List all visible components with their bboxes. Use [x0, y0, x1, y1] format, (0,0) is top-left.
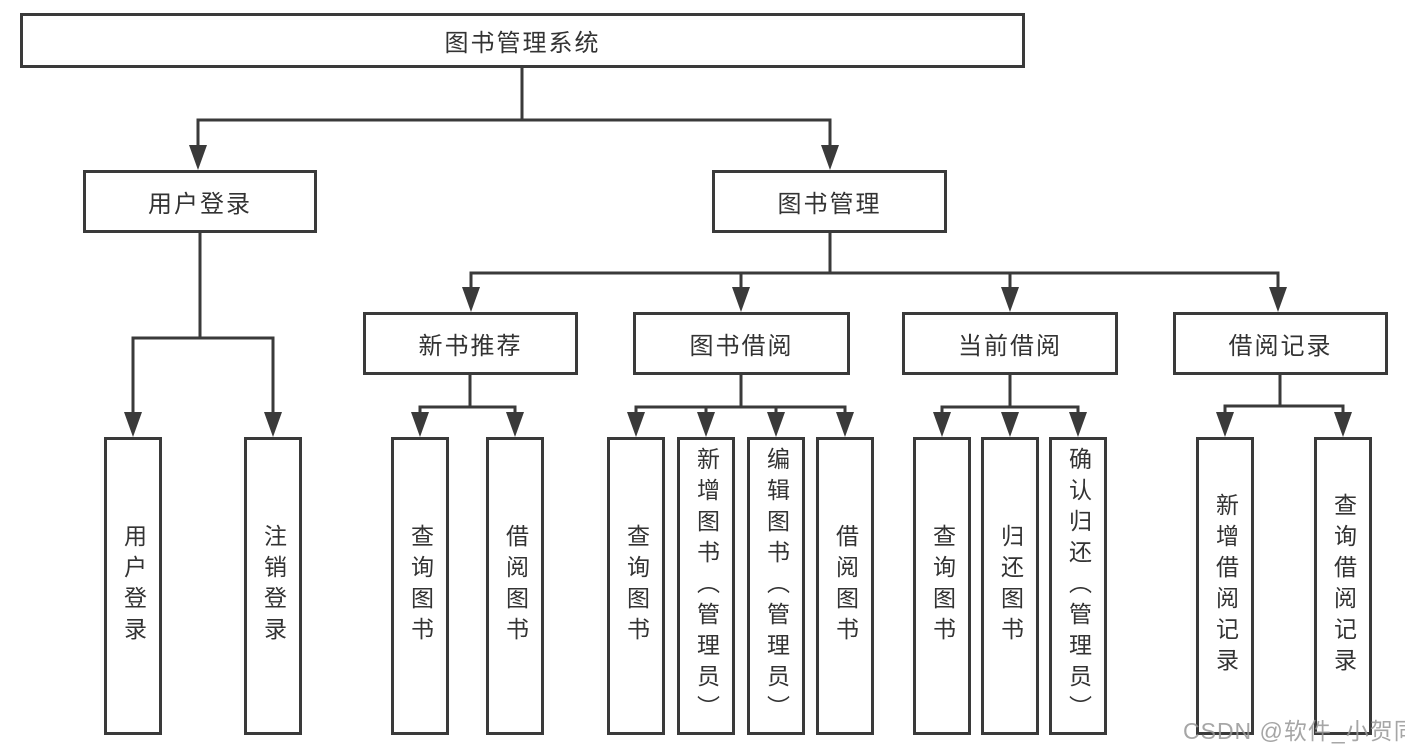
- leaf-query-books-borrow-label: 查询图书: [623, 524, 650, 648]
- leaf-borrow-books-recommend: 借阅图书: [486, 437, 544, 735]
- leaf-query-books-recommend: 查询图书: [391, 437, 449, 735]
- node-root: 图书管理系统: [20, 13, 1025, 68]
- node-user-login-label: 用户登录: [148, 191, 252, 218]
- node-user-login: 用户登录: [83, 170, 317, 233]
- leaf-user-login: 用户登录: [104, 437, 162, 735]
- leaf-edit-book-admin: 编辑图书（管理员）: [747, 437, 805, 735]
- leaf-query-books-borrow: 查询图书: [607, 437, 665, 735]
- node-current-borrow-label: 当前借阅: [958, 333, 1062, 360]
- leaf-borrow-books-2-label: 借阅图书: [832, 524, 859, 648]
- leaf-confirm-return-admin: 确认归还（管理员）: [1049, 437, 1107, 735]
- leaf-query-books-current: 查询图书: [913, 437, 971, 735]
- connector-edges: [131, 65, 1345, 418]
- leaf-edit-book-admin-label: 编辑图书（管理员）: [763, 446, 790, 726]
- node-root-label: 图书管理系统: [444, 30, 601, 57]
- node-book-management: 图书管理: [712, 170, 947, 233]
- leaf-add-borrow-record-label: 新增借阅记录: [1212, 493, 1239, 679]
- node-new-book-recommend: 新书推荐: [363, 312, 578, 375]
- node-borrow-records: 借阅记录: [1173, 312, 1388, 375]
- leaf-return-book: 归还图书: [981, 437, 1039, 735]
- node-new-book-recommend-label: 新书推荐: [418, 333, 523, 360]
- leaf-query-books-recommend-label: 查询图书: [407, 524, 434, 648]
- csdn-watermark: CSDN @软件_小贺同学: [1183, 718, 1405, 744]
- leaf-logout: 注销登录: [244, 437, 302, 735]
- leaf-user-login-label: 用户登录: [120, 524, 147, 648]
- leaf-confirm-return-admin-label: 确认归还（管理员）: [1065, 446, 1092, 726]
- leaf-borrow-books-2: 借阅图书: [816, 437, 874, 735]
- leaf-return-book-label: 归还图书: [997, 524, 1024, 648]
- node-borrow-records-label: 借阅记录: [1228, 333, 1333, 360]
- leaf-logout-label: 注销登录: [260, 524, 287, 648]
- leaf-query-borrow-record-label: 查询借阅记录: [1330, 493, 1357, 679]
- node-book-borrow-label: 图书借阅: [689, 333, 794, 360]
- node-current-borrow: 当前借阅: [902, 312, 1118, 375]
- leaf-add-borrow-record: 新增借阅记录: [1196, 437, 1254, 735]
- node-book-management-label: 图书管理: [777, 191, 882, 218]
- leaf-borrow-books-recommend-label: 借阅图书: [502, 524, 529, 648]
- leaf-add-book-admin: 新增图书（管理员）: [677, 437, 735, 735]
- arrowheads: [124, 145, 1352, 437]
- leaf-query-borrow-record: 查询借阅记录: [1314, 437, 1372, 735]
- leaf-query-books-current-label: 查询图书: [929, 524, 956, 648]
- node-book-borrow: 图书借阅: [633, 312, 850, 375]
- leaf-add-book-admin-label: 新增图书（管理员）: [693, 446, 720, 726]
